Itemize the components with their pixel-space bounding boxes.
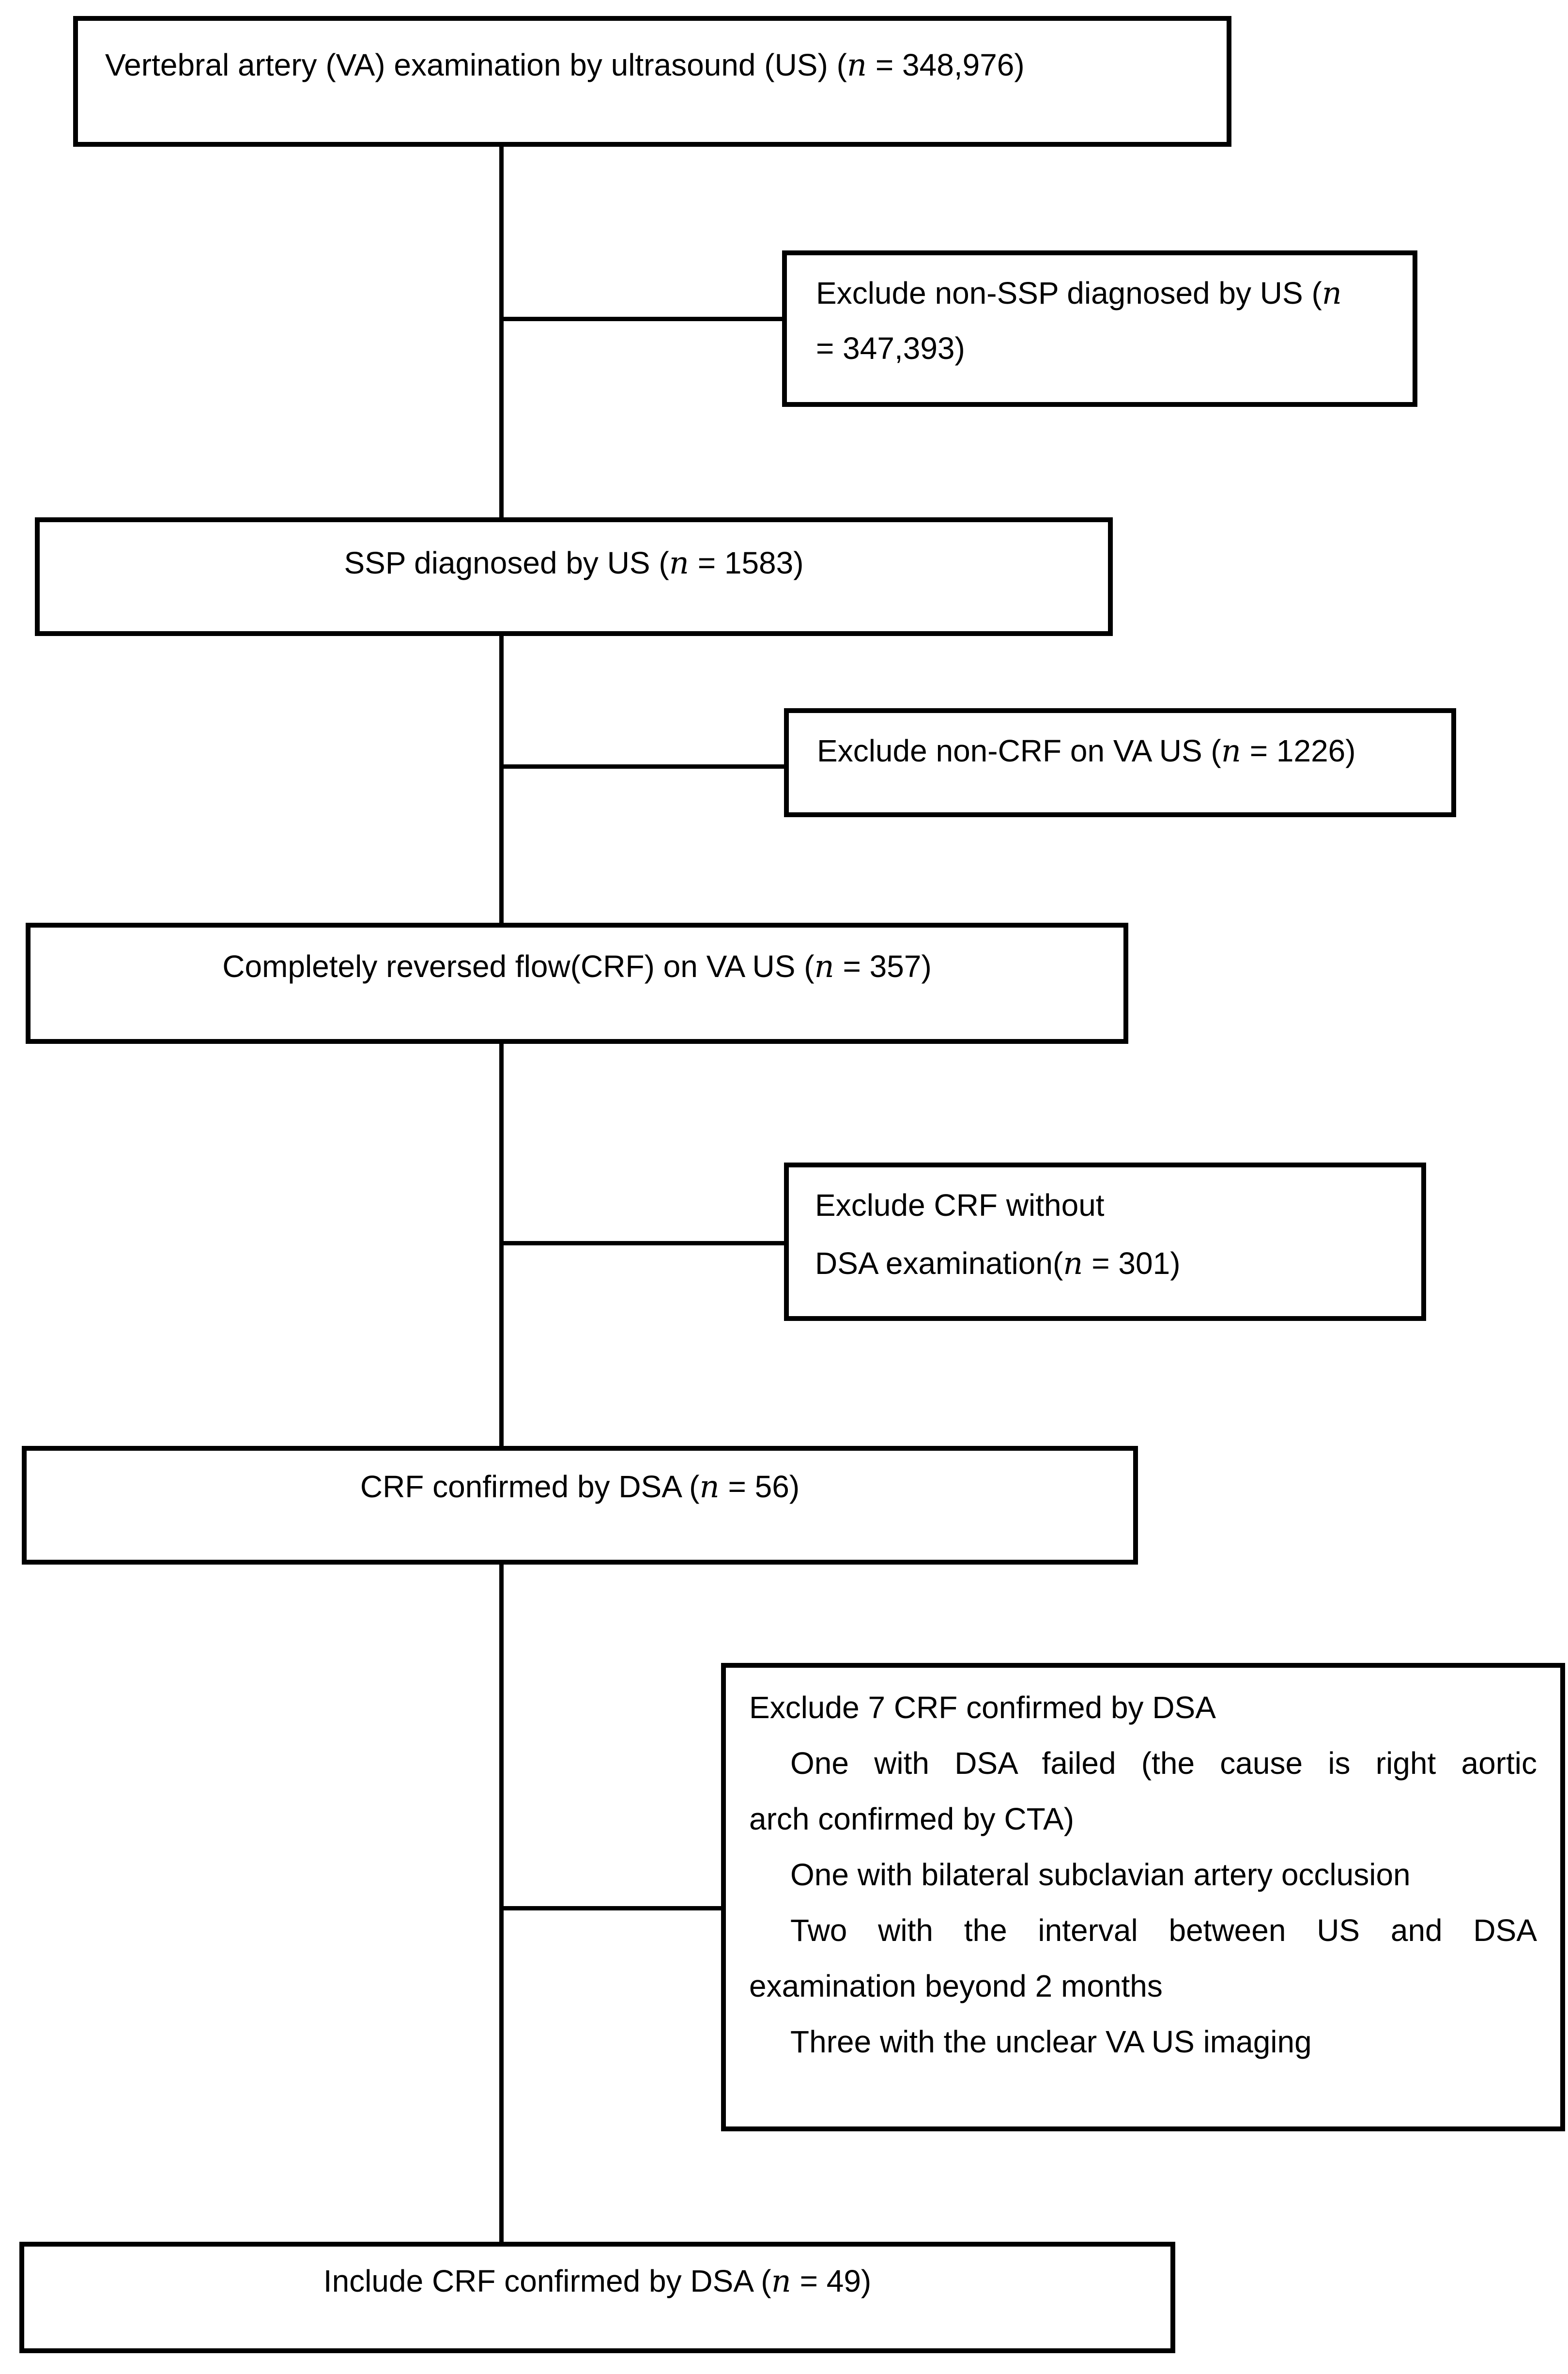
box-va-examination: Vertebral artery (VA) examination by ult… xyxy=(73,16,1231,147)
connector-to-exclude-no-dsa xyxy=(501,1241,784,1245)
italic-n: n xyxy=(771,2264,791,2299)
connector-to-exclude-non-crf xyxy=(501,764,784,769)
connector-to-exclude-seven xyxy=(501,1906,721,1910)
italic-n: n xyxy=(1063,1246,1083,1282)
box-exclude-crf-without-dsa: Exclude CRF without DSA examination(n = … xyxy=(784,1163,1426,1321)
flow-spine-segment-1 xyxy=(499,147,504,517)
italic-n: n xyxy=(1322,276,1342,311)
italic-n: n xyxy=(699,1469,720,1505)
connector-to-exclude-non-ssp xyxy=(501,317,782,321)
box-exclude-seven-line6: examination beyond 2 months xyxy=(749,1969,1163,2003)
box-exclude-seven-line1: Exclude 7 CRF confirmed by DSA xyxy=(749,1690,1216,1725)
box-ssp-diagnosed: SSP diagnosed by US (n = 1583) xyxy=(35,517,1113,636)
italic-n: n xyxy=(814,949,834,985)
box-crf-confirmed-by-dsa: CRF confirmed by DSA (n = 56) xyxy=(22,1446,1138,1565)
box-ssp-diagnosed-text: SSP diagnosed by US (n = 1583) xyxy=(344,545,804,581)
flow-spine-segment-2 xyxy=(499,636,504,923)
box-exclude-seven-line7: Three with the unclear VA US imaging xyxy=(790,2024,1312,2059)
box-exclude-non-ssp: Exclude non-SSP diagnosed by US (n = 347… xyxy=(782,250,1417,407)
box-exclude-seven-line2: One with DSA failed (the cause is right … xyxy=(790,1746,1537,1781)
box-exclude-non-crf-text: Exclude non-CRF on VA US (n = 1226) xyxy=(817,733,1356,769)
italic-n: n xyxy=(669,545,689,581)
box-completely-reversed-flow-text: Completely reversed flow(CRF) on VA US (… xyxy=(222,949,932,985)
box-include-crf-confirmed: Include CRF confirmed by DSA (n = 49) xyxy=(19,2242,1175,2353)
box-exclude-crf-without-dsa-line2: DSA examination(n = 301) xyxy=(815,1246,1181,1282)
box-exclude-crf-without-dsa-line1: Exclude CRF without xyxy=(815,1188,1105,1223)
box-exclude-non-crf: Exclude non-CRF on VA US (n = 1226) xyxy=(784,708,1456,817)
box-include-crf-confirmed-text: Include CRF confirmed by DSA (n = 49) xyxy=(323,2264,872,2299)
box-va-examination-text: Vertebral artery (VA) examination by ult… xyxy=(105,47,1025,83)
box-exclude-non-ssp-line2: = 347,393) xyxy=(816,331,965,366)
italic-n: n xyxy=(1221,733,1241,769)
box-completely-reversed-flow: Completely reversed flow(CRF) on VA US (… xyxy=(26,923,1128,1044)
box-exclude-seven-crf: Exclude 7 CRF confirmed by DSA One with … xyxy=(721,1663,1565,2131)
box-exclude-seven-line5: Two with the interval between US and DSA xyxy=(790,1913,1537,1948)
box-exclude-seven-line3: arch confirmed by CTA) xyxy=(749,1801,1074,1836)
italic-n: n xyxy=(846,47,867,83)
flow-spine-segment-4 xyxy=(499,1565,504,2242)
box-exclude-seven-line4: One with bilateral subclavian artery occ… xyxy=(790,1857,1411,1892)
box-exclude-non-ssp-line1: Exclude non-SSP diagnosed by US (n xyxy=(816,276,1342,311)
box-crf-confirmed-by-dsa-text: CRF confirmed by DSA (n = 56) xyxy=(360,1469,800,1505)
